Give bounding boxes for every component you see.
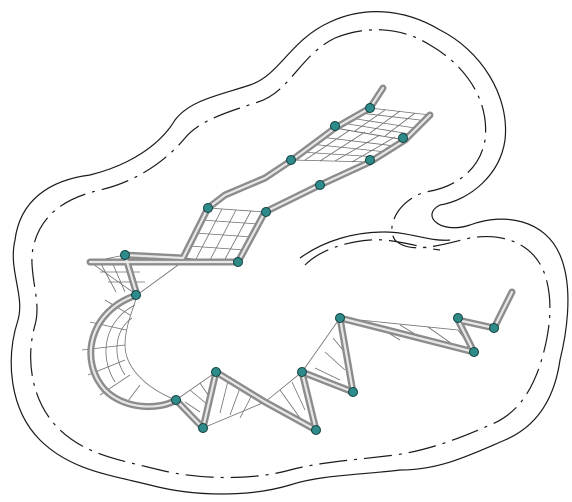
atom-node (490, 324, 499, 333)
backbone-ribbon (90, 88, 512, 430)
atom-node (366, 156, 375, 165)
atom-node (470, 348, 479, 357)
atom-node (172, 396, 181, 405)
atom-node (204, 204, 213, 213)
atom-node (312, 426, 321, 435)
atom-node (121, 251, 130, 260)
atom-node (262, 208, 271, 217)
atom-node (287, 156, 296, 165)
atom-node (331, 122, 340, 131)
atom-node (234, 258, 243, 267)
atom-node (316, 181, 325, 190)
atom-node (366, 104, 375, 113)
ribbon-mesh (82, 108, 474, 430)
atom-node (199, 424, 208, 433)
atom-nodes (121, 104, 499, 435)
atom-node (212, 368, 221, 377)
inner-dashed-surface-outline (31, 30, 550, 478)
atom-node (298, 368, 307, 377)
atom-node (349, 388, 358, 397)
outer-surface-outline (11, 12, 568, 494)
atom-node (336, 314, 345, 323)
atom-node (399, 134, 408, 143)
atom-node (132, 291, 141, 300)
atom-node (454, 314, 463, 323)
cleft-solid-outline (300, 232, 450, 258)
